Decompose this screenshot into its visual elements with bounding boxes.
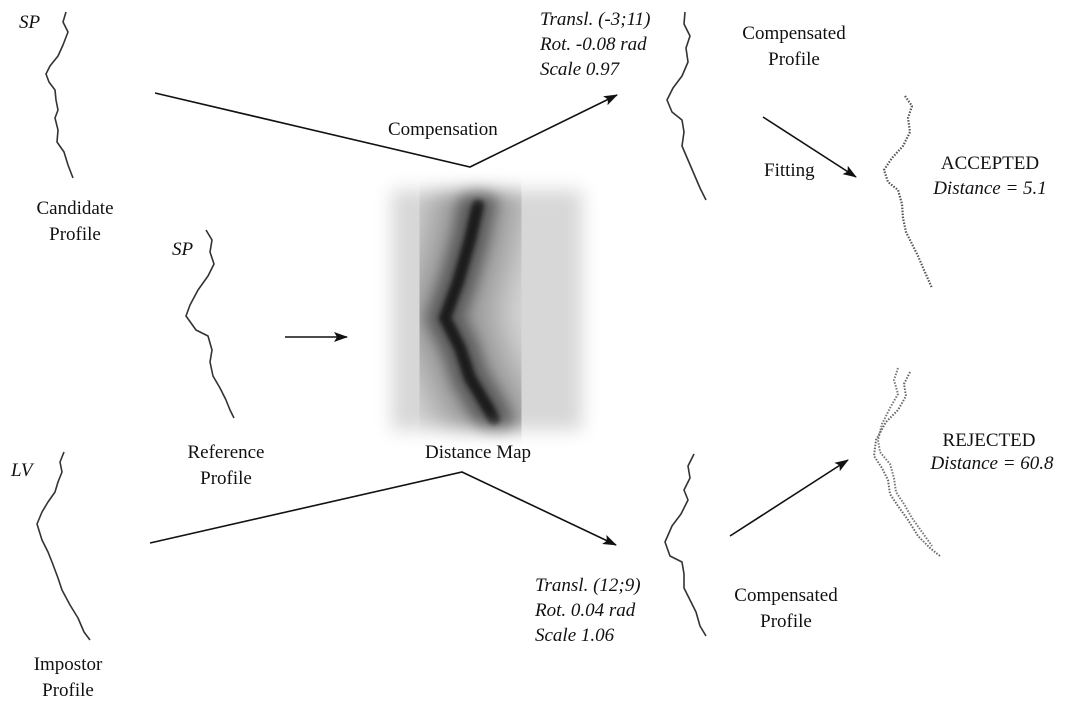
accepted-verdict: ACCEPTED xyxy=(935,151,1045,177)
compensation-arrow-top xyxy=(155,93,617,167)
top-scale: Scale 0.97 xyxy=(540,57,619,83)
distance-map-image xyxy=(370,170,610,450)
bottom-scale: Scale 1.06 xyxy=(535,623,614,649)
bottom-compensated-profile-curve xyxy=(665,454,706,636)
distance-map-label: Distance Map xyxy=(403,440,553,466)
candidate-tag: SP xyxy=(19,10,40,36)
top-compensated-profile-label: Compensated Profile xyxy=(724,21,864,73)
top-translation: Transl. (-3;11) xyxy=(540,7,650,33)
fitting-label: Fitting xyxy=(764,158,815,184)
impostor-profile-curve xyxy=(37,452,90,640)
candidate-profile-label: Candidate Profile xyxy=(10,196,140,248)
compensation-label: Compensation xyxy=(388,117,498,143)
bottom-compensated-profile-label: Compensated Profile xyxy=(716,583,856,635)
reference-profile-curve xyxy=(186,230,234,418)
rejected-distance: Distance = 60.8 xyxy=(926,451,1058,477)
reference-tag: SP xyxy=(172,237,193,263)
bottom-rotation: Rot. 0.04 rad xyxy=(535,598,635,624)
fitting-arrow-bottom xyxy=(730,460,848,536)
impostor-profile-label: Impostor Profile xyxy=(3,652,133,704)
impostor-tag: LV xyxy=(11,458,32,484)
top-compensated-profile-curve xyxy=(667,12,706,200)
accepted-distance: Distance = 5.1 xyxy=(930,176,1050,202)
top-rotation: Rot. -0.08 rad xyxy=(540,32,647,58)
reference-profile-label: Reference Profile xyxy=(161,440,291,492)
candidate-profile-curve xyxy=(46,12,73,178)
accepted-fitted-profile-curve xyxy=(884,96,932,288)
bottom-translation: Transl. (12;9) xyxy=(535,573,641,599)
